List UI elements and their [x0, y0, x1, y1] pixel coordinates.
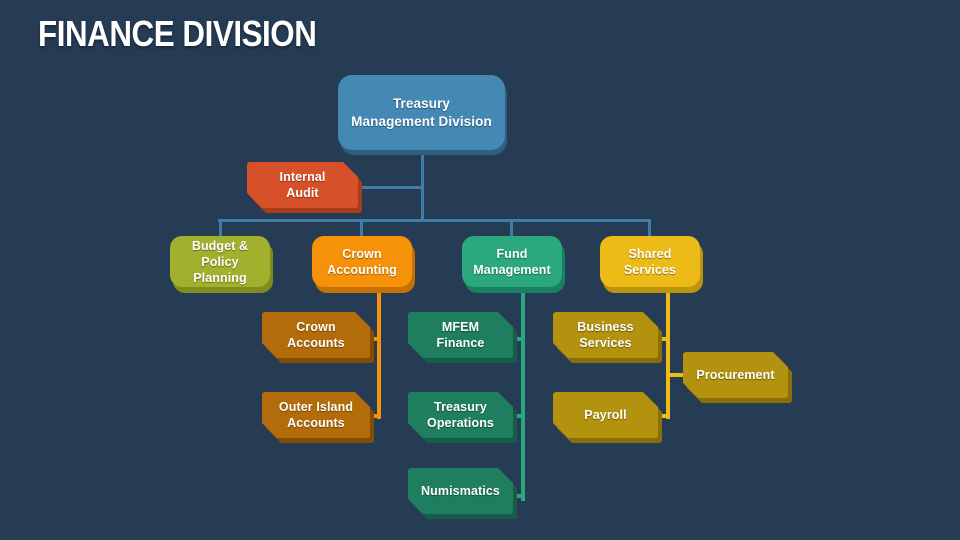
node-label: Business Services: [577, 320, 634, 350]
node-label: Crown Accounts: [287, 320, 345, 350]
org-node-payroll: Payroll: [553, 392, 658, 438]
node-face: Business Services: [553, 312, 658, 358]
node-face: Treasury Management Division: [338, 75, 505, 150]
connector-stub-procurement: [668, 373, 685, 377]
connector-level2-rail: [218, 219, 651, 222]
node-face: Payroll: [553, 392, 658, 438]
node-label: Treasury Operations: [427, 400, 494, 430]
org-node-internal-audit: Internal Audit: [247, 162, 358, 208]
node-face: Procurement: [683, 352, 788, 398]
org-node-crown-accounting: Crown Accounting: [312, 236, 415, 293]
connector-stub-budget-policy: [219, 221, 222, 237]
node-face: Outer Island Accounts: [262, 392, 370, 438]
node-label: Outer Island Accounts: [278, 400, 354, 430]
node-label: Shared Services: [623, 246, 677, 277]
node-face: Fund Management: [462, 236, 562, 287]
node-label: Crown Accounting: [327, 246, 397, 277]
org-node-numismatics: Numismatics: [408, 468, 513, 514]
org-node-outer-island-accounts: Outer Island Accounts: [262, 392, 370, 438]
connector-internal-audit: [357, 186, 424, 189]
node-label: Fund Management: [473, 246, 551, 277]
org-node-fund-management: Fund Management: [462, 236, 565, 293]
connector-root-vertical: [421, 150, 424, 221]
connector-stub-fund-management: [510, 221, 513, 237]
org-node-treasury-management-division: Treasury Management Division: [338, 75, 507, 155]
node-label: Numismatics: [421, 484, 500, 498]
page-title: FINANCE DIVISION: [38, 13, 317, 54]
connector-shared-vertical: [666, 287, 670, 419]
org-node-business-services: Business Services: [553, 312, 658, 358]
connector-crown-vertical: [377, 287, 381, 419]
node-label: Budget & Policy Planning: [191, 238, 249, 285]
connector-stub-mfem-finance: [511, 337, 523, 341]
node-face: Internal Audit: [247, 162, 358, 208]
node-label: MFEM Finance: [436, 320, 485, 350]
node-label: Treasury Management Division: [351, 96, 492, 129]
connector-stub-business-services: [656, 337, 668, 341]
node-face: MFEM Finance: [408, 312, 513, 358]
org-node-crown-accounts: Crown Accounts: [262, 312, 370, 358]
connector-stub-numismatics: [511, 494, 523, 498]
node-face: Treasury Operations: [408, 392, 513, 438]
org-node-treasury-operations: Treasury Operations: [408, 392, 513, 438]
org-node-procurement: Procurement: [683, 352, 788, 398]
node-label: Internal Audit: [279, 170, 326, 200]
connector-stub-shared-services: [648, 221, 651, 237]
org-node-mfem-finance: MFEM Finance: [408, 312, 513, 358]
connector-fund-vertical: [521, 287, 525, 501]
node-label: Payroll: [584, 408, 627, 422]
node-face: Numismatics: [408, 468, 513, 514]
node-face: Crown Accounting: [312, 236, 412, 287]
node-label: Procurement: [696, 368, 775, 382]
node-face: Crown Accounts: [262, 312, 370, 358]
node-face: Shared Services: [600, 236, 700, 287]
node-face: Budget & Policy Planning: [170, 236, 270, 287]
connector-stub-treasury-operations: [511, 414, 523, 418]
connector-stub-crown-accounting: [360, 221, 363, 237]
org-node-budget-policy-planning: Budget & Policy Planning: [170, 236, 273, 293]
connector-stub-payroll: [656, 414, 668, 418]
org-node-shared-services: Shared Services: [600, 236, 703, 293]
